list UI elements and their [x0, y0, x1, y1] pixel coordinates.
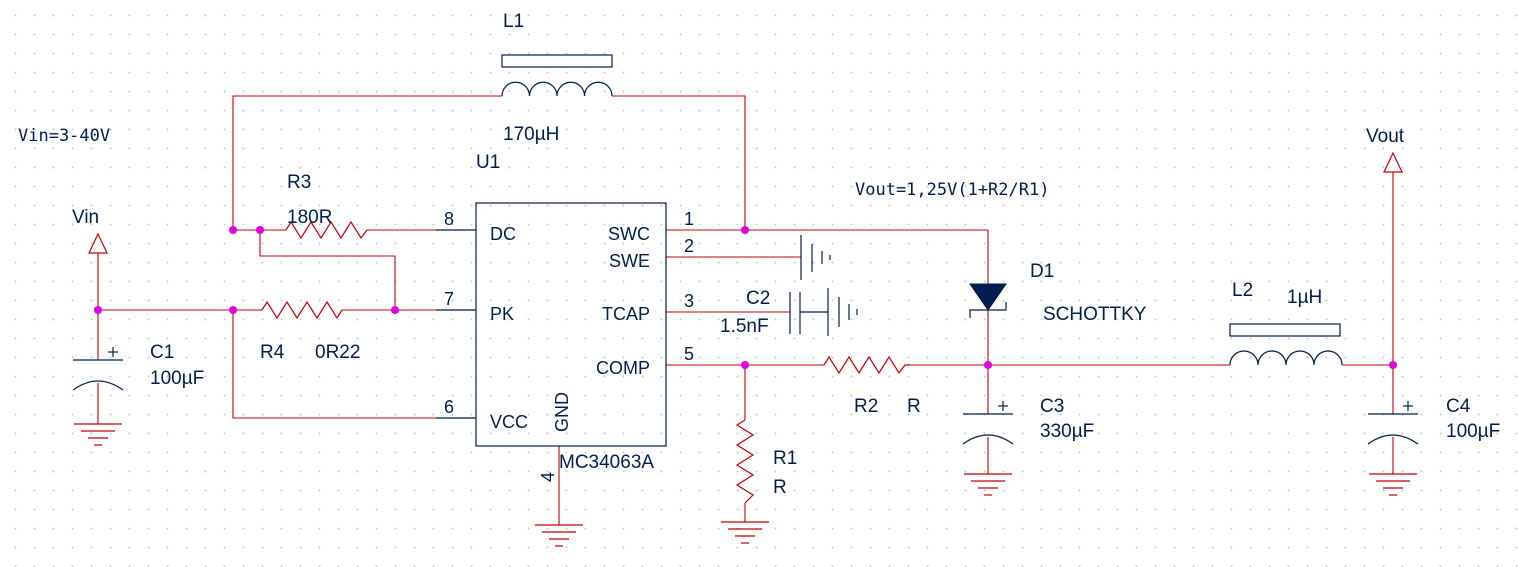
pin-number-4: 4	[538, 472, 558, 482]
r4-ref: R4	[260, 342, 285, 363]
pin-name-pk: PK	[490, 304, 514, 324]
junction-dot	[984, 361, 992, 369]
junction-dot	[256, 226, 264, 234]
r2-ref: R2	[854, 396, 878, 417]
capacitor-c2[interactable]: C2 1.5nF	[720, 288, 858, 337]
capacitor-c3[interactable]: C3 330µF	[962, 396, 1094, 445]
u1-part: MC34063A	[559, 452, 654, 473]
capacitor-c1[interactable]: C1 100µF	[72, 342, 204, 391]
ic-u1[interactable]: U1 MC34063A DC PK VCC SWC SWE TCAP COMP …	[436, 152, 694, 482]
pin-number-7: 7	[444, 289, 454, 309]
d1-value: SCHOTTKY	[1043, 304, 1147, 325]
c3-ref: C3	[1040, 396, 1064, 417]
r4-value: 0R22	[315, 342, 360, 363]
l1-value: 170µH	[503, 124, 559, 145]
junction-dot	[1389, 361, 1397, 369]
vout-label: Vout	[1366, 126, 1405, 147]
resistor-r1[interactable]: R1 R	[735, 419, 797, 504]
resistor-r3[interactable]: R3 180R	[285, 172, 368, 240]
vin-label: Vin	[72, 207, 99, 228]
ground-swe	[800, 235, 831, 280]
l2-ref: L2	[1232, 280, 1253, 301]
c4-value: 100µF	[1446, 421, 1500, 442]
vin-range-note: Vin=3-40V	[18, 126, 110, 146]
pin-number-3: 3	[684, 291, 694, 311]
diode-d1[interactable]: D1 SCHOTTKY	[969, 261, 1147, 325]
c2-value: 1.5nF	[720, 316, 769, 337]
pin-number-2: 2	[684, 236, 694, 256]
resistor-r2[interactable]: R2 R	[823, 355, 921, 417]
junction-dot	[391, 306, 399, 314]
c1-ref: C1	[150, 342, 174, 363]
junction-dot	[741, 226, 749, 234]
c4-ref: C4	[1446, 396, 1471, 417]
pin-name-gnd: GND	[552, 392, 572, 432]
pin-number-5: 5	[684, 344, 694, 364]
r1-value: R	[773, 477, 787, 498]
ground-c4	[1369, 473, 1417, 496]
junction-dot	[94, 306, 102, 314]
r1-ref: R1	[773, 448, 797, 469]
pin-number-6: 6	[444, 397, 454, 417]
u1-ref: U1	[476, 152, 500, 173]
vout-formula-note: Vout=1,25V(1+R2/R1)	[855, 180, 1049, 200]
pin-name-tcap: TCAP	[602, 304, 650, 324]
c1-value: 100µF	[150, 368, 204, 389]
pin-name-comp: COMP	[596, 358, 650, 378]
c2-ref: C2	[746, 288, 770, 309]
ground-c1	[74, 423, 122, 446]
pin-name-swe: SWE	[609, 251, 650, 271]
pin-name-swc: SWC	[608, 224, 650, 244]
port-vout[interactable]: Vout	[1366, 126, 1405, 173]
wires	[97, 95, 1394, 525]
junction-dots	[94, 226, 1397, 369]
l1-ref: L1	[503, 11, 524, 32]
pin-number-8: 8	[444, 209, 454, 229]
pin-name-vcc: VCC	[490, 412, 528, 432]
resistor-r4[interactable]: R4 0R22	[260, 300, 360, 363]
r3-value: 180R	[287, 207, 332, 228]
junction-dot	[229, 226, 237, 234]
l2-value: 1µH	[1287, 287, 1322, 308]
c3-value: 330µF	[1040, 421, 1094, 442]
junction-dot	[741, 361, 749, 369]
ground-u1	[535, 524, 583, 547]
port-vin[interactable]: Vin	[72, 207, 108, 254]
r2-value: R	[907, 396, 921, 417]
pin-name-dc: DC	[490, 224, 516, 244]
d1-ref: D1	[1030, 261, 1054, 282]
pin-number-1: 1	[684, 209, 694, 229]
ground-c3	[964, 473, 1012, 496]
inductor-l1[interactable]: L1 170µH	[501, 11, 613, 145]
capacitor-c4[interactable]: C4 100µF	[1367, 396, 1500, 445]
ground-r1	[721, 521, 769, 544]
r3-ref: R3	[287, 172, 311, 193]
inductor-l2[interactable]: L2 1µH	[1229, 280, 1343, 366]
junction-dot	[229, 306, 237, 314]
